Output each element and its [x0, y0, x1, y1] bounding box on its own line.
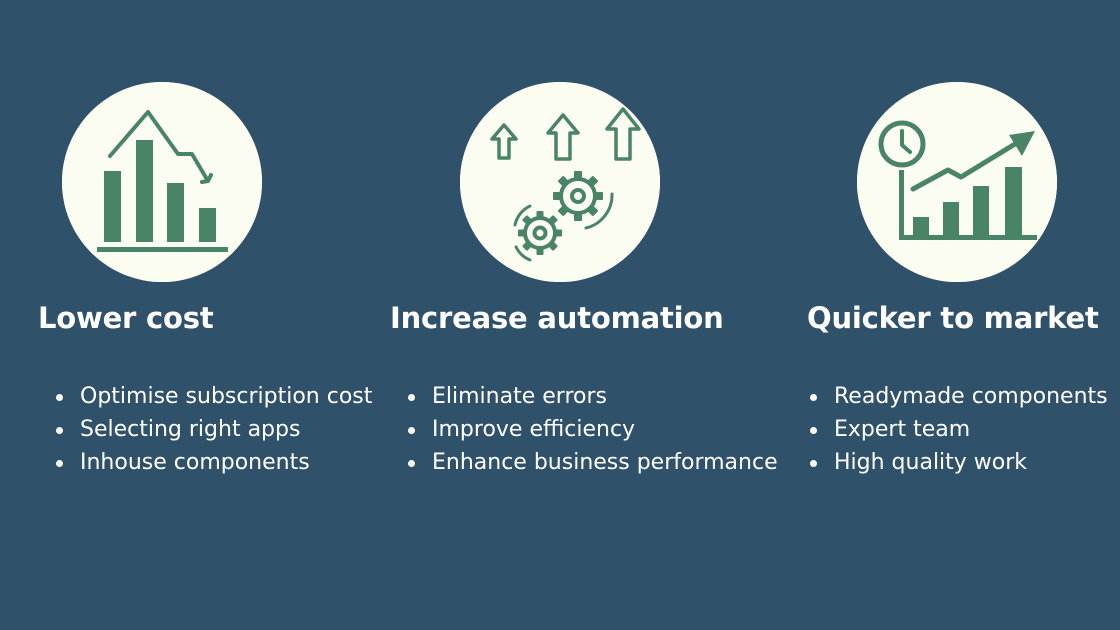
- clock-rising-chart-svg: [857, 82, 1057, 282]
- list-item: Selecting right apps: [56, 413, 372, 446]
- bullet-text: Eliminate errors: [432, 384, 607, 409]
- list-item: Readymade components: [810, 380, 1108, 413]
- bullet-dot: [408, 394, 415, 401]
- list-item: Eliminate errors: [408, 380, 778, 413]
- card-quicker-to-market: Quicker to market Readymade components E…: [790, 0, 1120, 630]
- list-item: Enhance business performance: [408, 446, 778, 479]
- bullet-dot: [810, 460, 817, 467]
- bullet-dot: [810, 427, 817, 434]
- bullet-dot: [56, 427, 63, 434]
- falling-bar-chart-icon: [62, 82, 262, 282]
- bullet-text: Improve efficiency: [432, 417, 636, 442]
- bullet-text: Enhance business performance: [432, 450, 778, 475]
- bullet-text: High quality work: [834, 450, 1028, 475]
- bullet-text: Selecting right apps: [80, 417, 301, 442]
- list-item: High quality work: [810, 446, 1108, 479]
- bullet-dot: [810, 394, 817, 401]
- bullet-dot: [408, 427, 415, 434]
- bullet-text: Inhouse components: [80, 450, 310, 475]
- card-lower-cost: Lower cost Optimise subscription cost Se…: [0, 0, 380, 630]
- bullet-list: Eliminate errors Improve efficiency Enha…: [408, 380, 778, 479]
- bullet-list: Readymade components Expert team High qu…: [810, 380, 1108, 479]
- card-title: Quicker to market: [807, 301, 1099, 335]
- clock-rising-chart-icon: [857, 82, 1057, 282]
- card-title: Increase automation: [390, 301, 724, 335]
- bullet-dot: [408, 460, 415, 467]
- bullet-dot: [56, 394, 63, 401]
- list-item: Inhouse components: [56, 446, 372, 479]
- falling-bar-chart-svg: [62, 82, 262, 282]
- card-title: Lower cost: [38, 301, 214, 335]
- list-item: Expert team: [810, 413, 1108, 446]
- bullet-text: Optimise subscription cost: [80, 384, 373, 409]
- gears-up-arrows-svg: [460, 82, 660, 282]
- bullet-text: Readymade components: [834, 384, 1108, 409]
- bullet-text: Expert team: [834, 417, 971, 442]
- list-item: Optimise subscription cost: [56, 380, 372, 413]
- bullet-dot: [56, 460, 63, 467]
- card-increase-automation: Increase automation Eliminate errors Imp…: [380, 0, 790, 630]
- list-item: Improve efficiency: [408, 413, 778, 446]
- bullet-list: Optimise subscription cost Selecting rig…: [56, 380, 372, 479]
- gears-up-arrows-icon: [460, 82, 660, 282]
